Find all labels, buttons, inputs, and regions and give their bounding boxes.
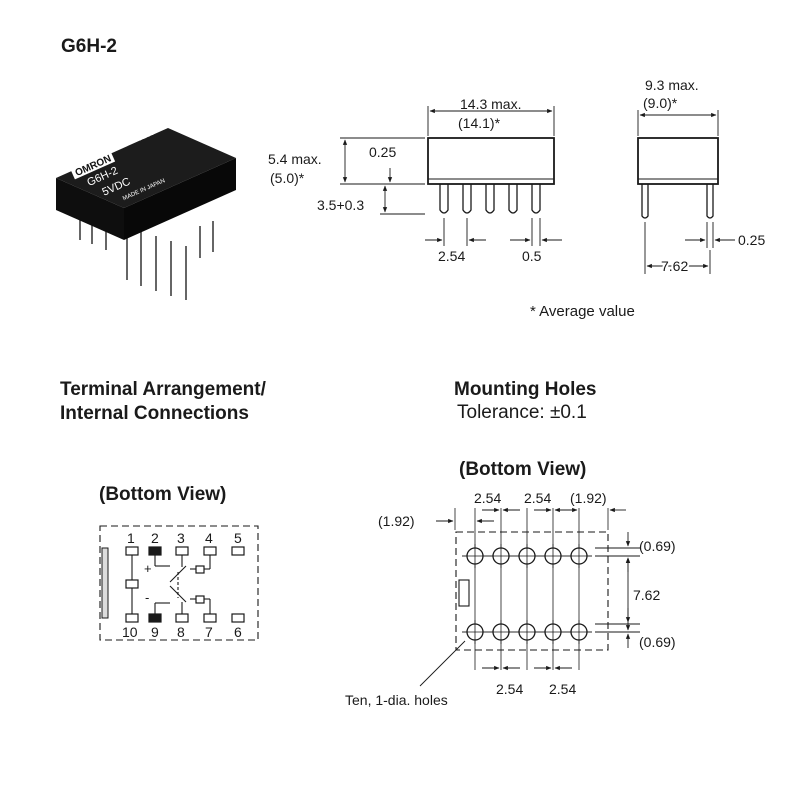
pin-label-8: 8 (177, 624, 185, 640)
height-avg-label: (5.0)* (270, 170, 305, 186)
model-title: G6H-2 (61, 36, 117, 57)
offset-top-label: (0.69) (639, 538, 676, 554)
length-avg-label: (14.1)* (458, 115, 501, 131)
average-note: * Average value (530, 303, 635, 320)
mounting-tolerance: Tolerance: ±0.1 (457, 402, 587, 423)
edge-left-label: (1.92) (378, 513, 415, 529)
width-max-label: 9.3 max. (645, 77, 699, 93)
terminal-view-label: (Bottom View) (99, 484, 227, 505)
pin-width-label: 0.5 (522, 248, 542, 264)
terminal-heading-line1: Terminal Arrangement/ (60, 379, 266, 400)
mounting-row-spacing-label: 7.62 (633, 587, 660, 603)
mounting-heading: Mounting Holes (454, 379, 597, 400)
pitch-b-label: 2.54 (524, 490, 551, 506)
side-pitch-label: 2.54 (438, 248, 465, 264)
coil-minus-sign: - (145, 590, 149, 605)
coil-plus-sign: + (144, 561, 152, 576)
pin-label-7: 7 (205, 624, 213, 640)
side-view-labels: 14.3 max. (14.1)* 5.4 max. (5.0)* 0.25 3… (268, 96, 542, 264)
pin-label-4: 4 (205, 530, 213, 546)
end-view (637, 110, 735, 274)
length-max-label: 14.3 max. (460, 96, 521, 112)
terminal-diagram: + - 1 2 3 4 5 10 9 8 7 6 (99, 525, 259, 641)
edge-right-label: (1.92) (570, 490, 607, 506)
offset-bottom-label: (0.69) (639, 634, 676, 650)
mounting-diagram: (1.92) 2.54 2.54 (1.92) (0.69) 7.62 (0.6… (345, 490, 676, 708)
pin-label-6: 6 (234, 624, 242, 640)
pin-thickness-label: 0.25 (738, 232, 765, 248)
standoff-label: 0.25 (369, 144, 396, 160)
height-max-label: 5.4 max. (268, 151, 322, 167)
holes-note-label: Ten, 1-dia. holes (345, 692, 448, 708)
pitch-c-label: 2.54 (496, 681, 523, 697)
pin-label-10: 10 (122, 624, 138, 640)
pin-label-5: 5 (234, 530, 242, 546)
terminal-heading-line2: Internal Connections (60, 403, 249, 424)
side-view (340, 106, 562, 246)
pin-label-9: 9 (151, 624, 159, 640)
pitch-a-label: 2.54 (474, 490, 501, 506)
mounting-view-label: (Bottom View) (459, 459, 587, 480)
width-avg-label: (9.0)* (643, 95, 678, 111)
end-view-labels: 9.3 max. (9.0)* 0.25 7.62 (643, 77, 765, 276)
pin-label-1: 1 (127, 530, 135, 546)
pin-label-2: 2 (151, 530, 159, 546)
pitch-d-label: 2.54 (549, 681, 576, 697)
pin-label-3: 3 (177, 530, 185, 546)
terminal-length-label: 3.5+0.3 (317, 197, 364, 213)
end-row-spacing-label: 7.62 (661, 258, 688, 274)
relay-illustration: OMRON G6H-2 5VDC MADE IN JAPAN 0169 (56, 127, 236, 300)
